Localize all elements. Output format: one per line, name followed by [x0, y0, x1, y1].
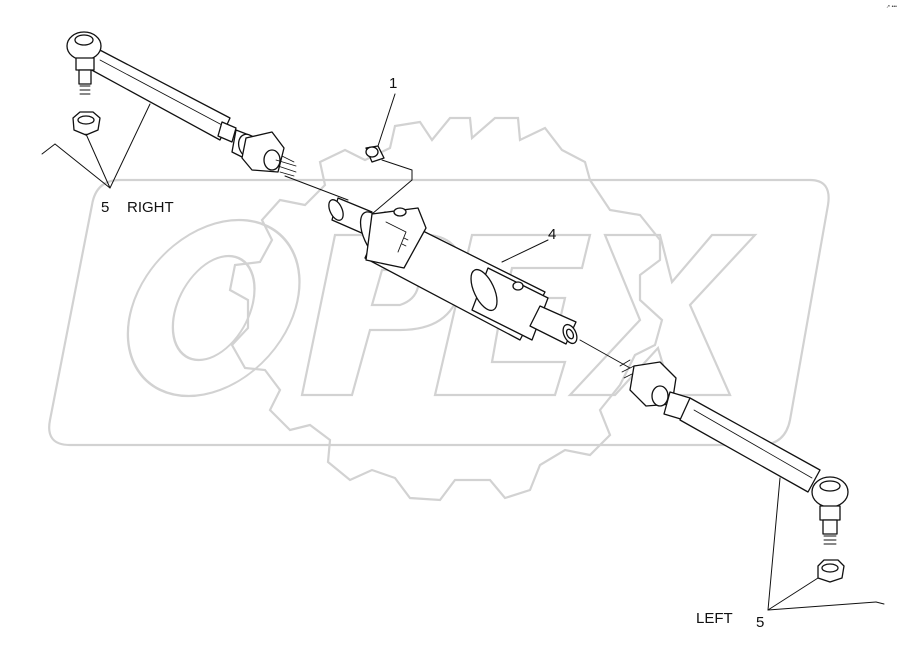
cylinder-item-4	[328, 197, 578, 345]
item-4-leader	[501, 239, 549, 263]
watermark-letter-x	[567, 233, 758, 397]
callout-item-5-right: 5	[101, 199, 110, 216]
callout-item-5-left: 5	[756, 614, 765, 631]
badge-watermark	[48, 178, 830, 447]
corner-mark: ↗ •••	[886, 4, 897, 10]
opex-watermark	[48, 116, 830, 502]
gear-watermark	[228, 116, 664, 502]
left-side-label: LEFT	[696, 610, 733, 627]
watermark-letter-o	[126, 218, 301, 398]
right-side-label: RIGHT	[127, 199, 174, 216]
right-item-5-leaders	[41, 103, 151, 189]
callout-item-4: 4	[548, 226, 557, 243]
steering-cylinder-assembly	[41, 31, 885, 611]
left-item-5-leaders	[767, 477, 885, 611]
bolt-item-1	[365, 145, 385, 163]
item-1-leader	[377, 93, 396, 147]
left-tie-rod	[619, 359, 849, 583]
assembly-axis-line	[284, 175, 349, 201]
right-tie-rod	[66, 31, 297, 177]
callout-item-1: 1	[389, 75, 398, 92]
bolt-leader-line	[371, 159, 413, 215]
